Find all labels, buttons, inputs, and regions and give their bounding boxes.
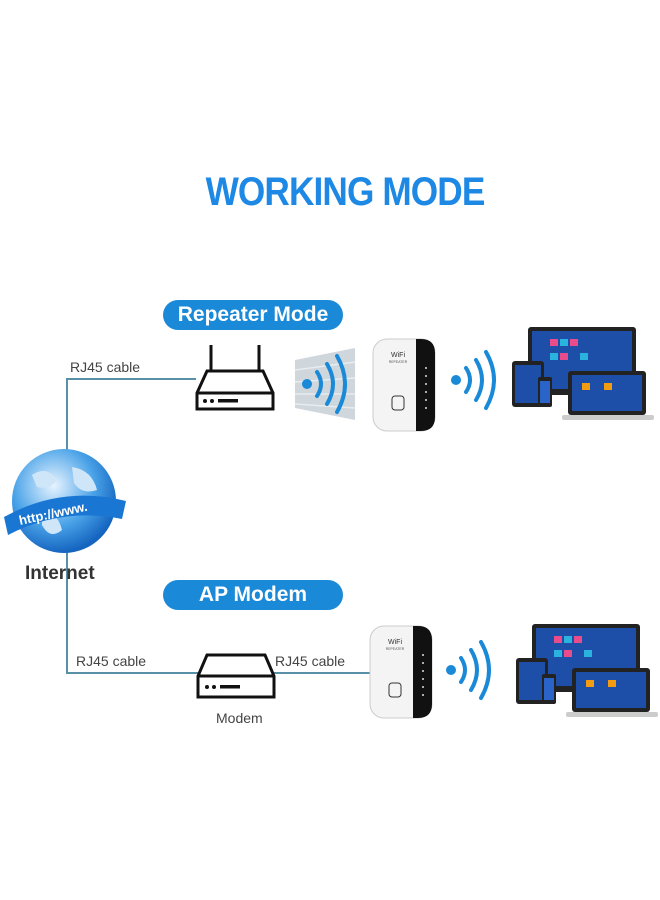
rj45-cable-right-label: RJ45 cable [275,653,346,669]
repeater-sub-text: REPEATER [386,647,405,651]
page-title: WORKING MODE [205,170,486,214]
internet-globe-icon: http://www. [4,449,126,553]
rj45-cable-left-label: RJ45 cable [76,653,147,669]
wifi-signal-icon-ap [446,640,491,700]
repeater-brand-text: WiFi [391,352,405,359]
modem-label: Modem [216,710,263,726]
wifi-signal-icon [451,350,496,410]
modem-icon [196,653,276,699]
cable-modem-to-repeater [272,672,372,674]
repeater-sub-text: REPEATER [389,360,408,364]
wifi-repeater-device: WiFi REPEATER [372,338,436,432]
repeater-brand-text: WiFi [388,639,402,646]
client-devices-icon [512,327,654,420]
ap-modem-pill: AP Modem [163,580,343,610]
cable-vertical-top [66,378,68,460]
internet-label: Internet [25,563,95,584]
brick-wall-wifi-icon [295,348,356,420]
cable-to-router [66,378,196,380]
client-devices-icon-ap [516,624,658,717]
router-icon [195,345,275,411]
wifi-repeater-device-ap: WiFi REPEATER [369,625,433,719]
cable-vertical-bottom [66,548,68,673]
repeater-mode-pill: Repeater Mode [163,300,343,330]
cable-to-modem [66,672,198,674]
rj45-cable-label: RJ45 cable [70,359,141,375]
